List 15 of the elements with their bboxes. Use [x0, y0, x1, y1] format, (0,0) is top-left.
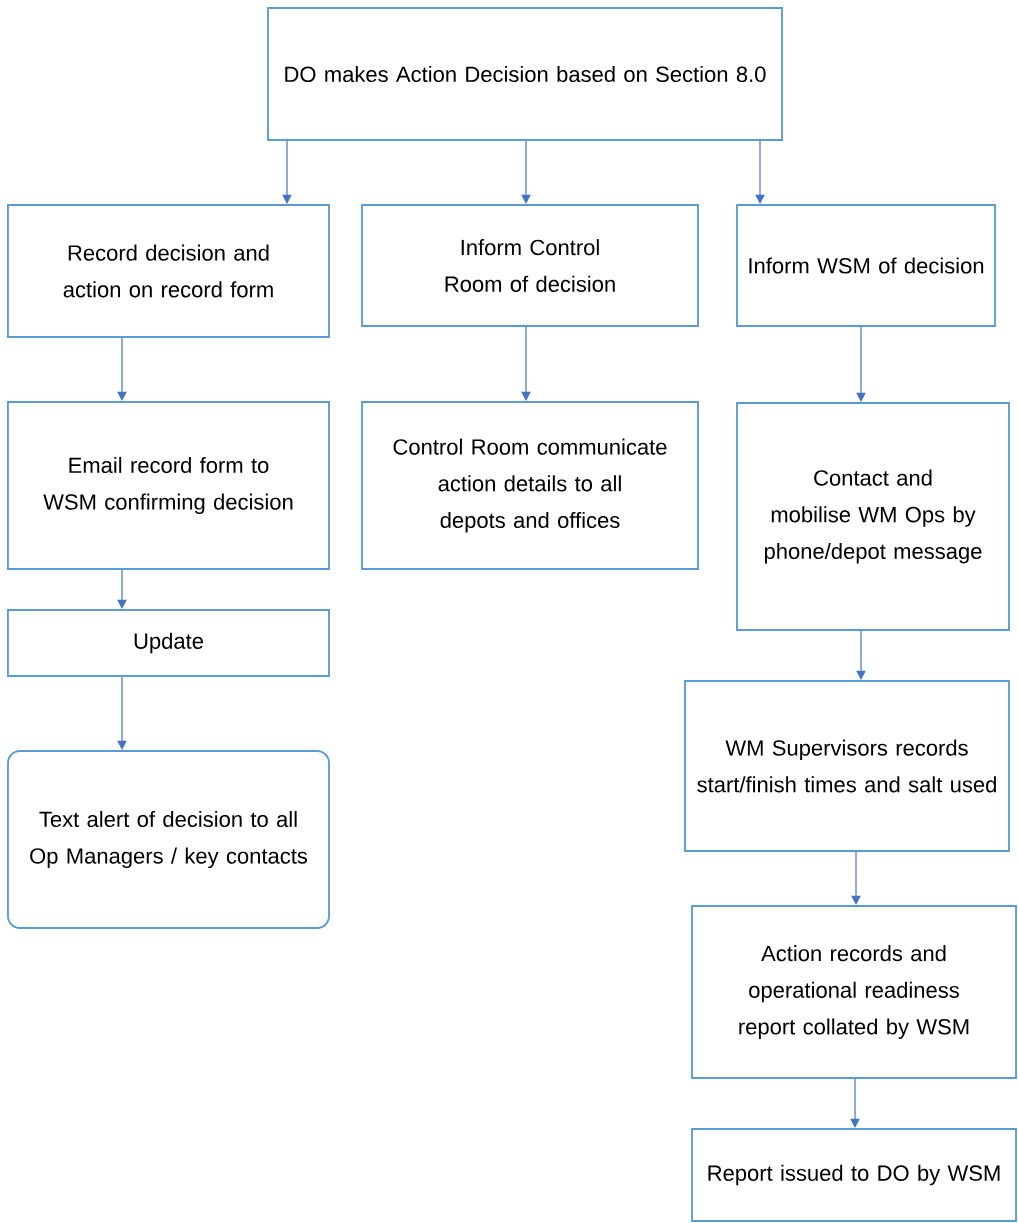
process-box: Email record form to WSM confirming decision [7, 401, 330, 570]
process-box: Control Room communicate action details to all depots and offices [361, 401, 699, 570]
arrow [117, 676, 127, 750]
process-box: Inform Control Room of decision [361, 204, 699, 327]
rounded-box: Text alert of decision to all Op Managers / key contacts [7, 750, 330, 929]
process-box: Update [7, 609, 330, 677]
process-box: Contact and mobilise WM Ops by phone/depot message [736, 402, 1010, 631]
process-box: Record decision and action on record form [7, 204, 330, 338]
process-box: DO makes Action Decision based on Section 8.0 [267, 7, 783, 141]
process-box: WM Supervisors records start/finish times and salt used [684, 680, 1010, 852]
arrow [521, 140, 531, 204]
process-box: Action records and operational readiness report collated by WSM [691, 905, 1017, 1079]
process-box: Report issued to DO by WSM [691, 1128, 1017, 1222]
arrow [755, 140, 765, 204]
process-box: Inform WSM of decision [736, 204, 996, 327]
